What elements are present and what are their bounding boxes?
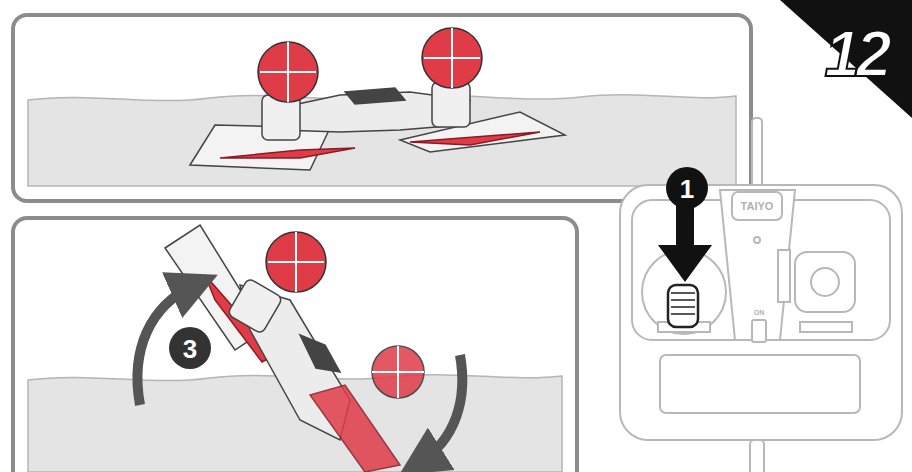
callout-number: 3 bbox=[183, 336, 197, 362]
rotation-arrow bbox=[420, 355, 462, 462]
stick-grip bbox=[671, 293, 695, 314]
callout-number: 1 bbox=[680, 176, 694, 202]
throttle-stick bbox=[668, 285, 698, 327]
transmitter bbox=[620, 118, 902, 472]
drone-flipping bbox=[165, 225, 424, 472]
switch-label: ON bbox=[754, 309, 765, 316]
drone-level bbox=[190, 28, 565, 170]
callout-circle bbox=[666, 167, 708, 209]
step-corner bbox=[780, 0, 912, 118]
brand-label: TAIYO bbox=[741, 201, 774, 212]
step-number: 12 bbox=[824, 22, 887, 86]
panel-frame bbox=[13, 218, 577, 472]
push-arrow bbox=[658, 205, 712, 282]
panel-frame bbox=[13, 15, 751, 201]
callout-circle bbox=[169, 327, 211, 369]
